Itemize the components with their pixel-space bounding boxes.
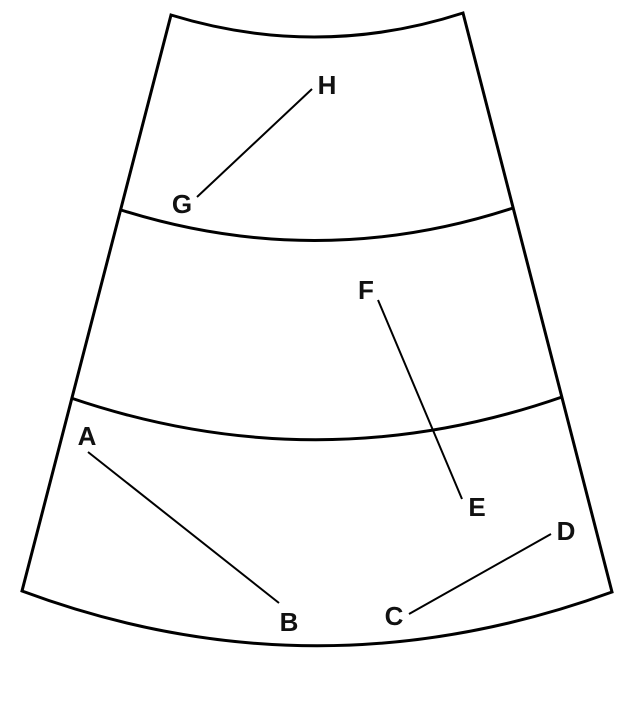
band-divider-upper — [120, 206, 514, 242]
sector-outline — [20, 11, 614, 648]
label-b: B — [280, 607, 299, 637]
label-e: E — [468, 492, 485, 522]
segment-a-b — [87, 451, 280, 604]
label-d: D — [557, 516, 576, 546]
label-a: A — [78, 421, 97, 451]
label-h: H — [318, 70, 337, 100]
label-f: F — [358, 275, 374, 305]
segment-f-e — [377, 299, 463, 500]
segment-g-h — [196, 88, 313, 198]
label-c: C — [385, 601, 404, 631]
label-g: G — [172, 189, 192, 219]
segment-c-d — [408, 533, 552, 615]
band-divider-lower — [70, 395, 563, 442]
